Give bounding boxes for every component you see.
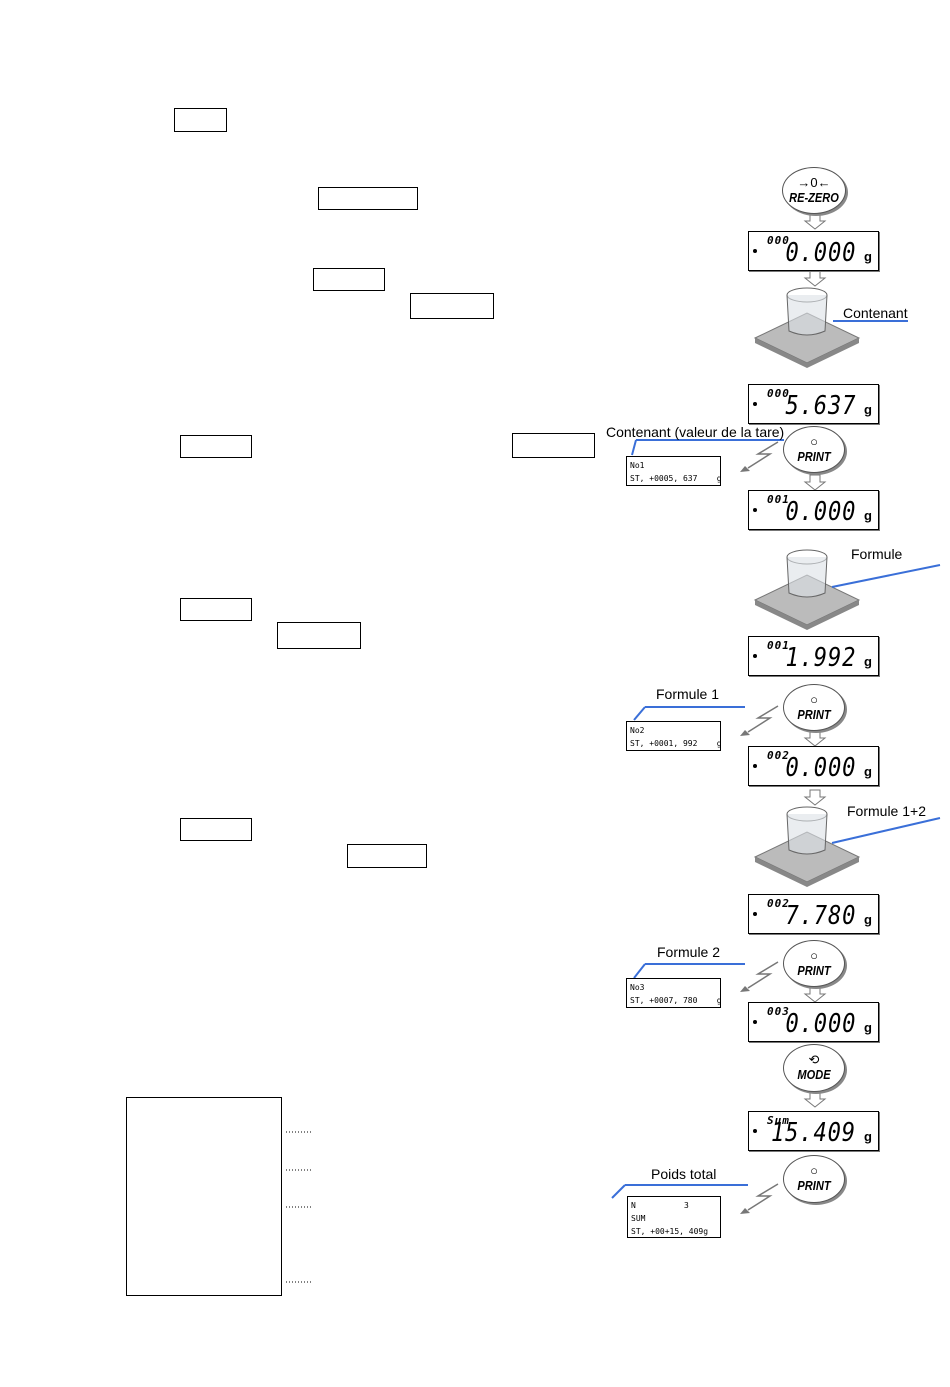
key-box-5 bbox=[180, 435, 252, 458]
label-formula-1: Formule 1 bbox=[656, 686, 720, 702]
label-formula-1-2: Formule 1+2 bbox=[847, 803, 926, 819]
sum-ticket: N 3 SUM ST, +00+15, 409g bbox=[627, 1196, 721, 1238]
mode-key[interactable]: ⟲ MODE bbox=[783, 1044, 845, 1092]
key-box-2 bbox=[318, 187, 418, 210]
key-box-8 bbox=[277, 622, 361, 649]
print-key-2[interactable]: ○ PRINT bbox=[783, 684, 845, 731]
label-container-tare: Contenant (valeur de la tare) bbox=[606, 424, 785, 440]
print-key-1[interactable]: ○ PRINT bbox=[783, 426, 845, 473]
print-key-4[interactable]: ○ PRINT bbox=[783, 1155, 845, 1203]
print-key-3[interactable]: ○ PRINT bbox=[783, 940, 845, 987]
label-container: Contenant bbox=[843, 305, 908, 321]
key-box-4 bbox=[410, 293, 494, 319]
key-box-1 bbox=[174, 108, 227, 132]
key-box-3 bbox=[313, 268, 385, 291]
label-formula-2: Formule 2 bbox=[657, 944, 721, 960]
key-box-10 bbox=[347, 844, 427, 868]
label-total-weight: Poids total bbox=[651, 1166, 717, 1182]
key-box-6 bbox=[512, 433, 595, 458]
print-sample-box bbox=[126, 1097, 282, 1296]
rezero-key[interactable]: →0← RE-ZERO bbox=[782, 167, 846, 214]
label-formula: Formule bbox=[851, 546, 903, 562]
key-box-7 bbox=[180, 598, 252, 621]
key-box-9 bbox=[180, 818, 252, 841]
